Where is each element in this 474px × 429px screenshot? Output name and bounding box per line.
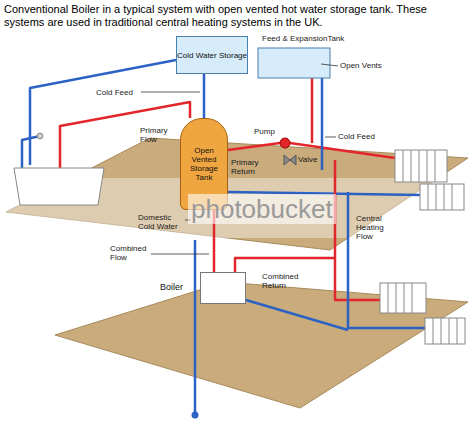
combined-return-pipe — [246, 300, 348, 330]
valve-symbol — [284, 155, 296, 165]
callout-label: Open Vents — [340, 61, 390, 70]
cold-feed-pipe — [321, 78, 324, 170]
mains-inlet — [192, 412, 199, 419]
callout-label: Combined Flow — [110, 244, 150, 262]
callout-label: Cold Feed — [338, 132, 382, 141]
lower-floor — [55, 282, 468, 408]
radiator — [380, 283, 426, 313]
node-text: Cold Water Storage — [177, 51, 247, 60]
combined-flow-pipe — [235, 258, 335, 272]
leader-line — [325, 137, 336, 138]
cold-pipe — [30, 60, 176, 165]
callout-label: Primary Return — [231, 158, 267, 176]
leader-line — [141, 92, 200, 93]
feed-expansion-tank — [258, 48, 330, 78]
callout-label: Feed & ExpansionTank — [262, 34, 344, 43]
radiator-fins — [388, 150, 457, 344]
callout-label: Primary Flow — [140, 126, 178, 144]
node-text: Open Vented Storage Tank — [181, 146, 227, 182]
callout-label: Valve — [298, 155, 328, 164]
callout-label: Pump — [254, 127, 280, 136]
radiator — [420, 184, 464, 210]
radiators — [380, 150, 465, 344]
radiator — [425, 318, 465, 344]
boiler-box: Boiler — [200, 272, 246, 304]
callout-label: Domestic Cold Water — [138, 213, 184, 231]
leader-line — [151, 254, 209, 255]
callout-label: Cold Feed — [96, 88, 140, 97]
pump-symbol — [280, 138, 290, 148]
hot-pipe — [60, 102, 190, 168]
mains-pipe — [194, 240, 197, 413]
callout-label: Combined Return — [262, 272, 302, 290]
watermark: photobucket — [188, 194, 336, 224]
storage-tank: Cold Water Storage — [176, 36, 248, 74]
shower-pipe — [22, 136, 40, 172]
heating-pipe — [228, 143, 280, 150]
heating-return-pipe — [348, 192, 425, 328]
pipe-connector — [203, 74, 206, 118]
bath — [14, 168, 104, 205]
leader-line — [321, 64, 338, 66]
callout-label: Central Heating Flow — [356, 214, 396, 241]
diagram-title: Conventional Boiler in a typical system … — [4, 3, 470, 29]
shower-head — [37, 133, 43, 139]
node-text: Boiler — [160, 283, 183, 292]
